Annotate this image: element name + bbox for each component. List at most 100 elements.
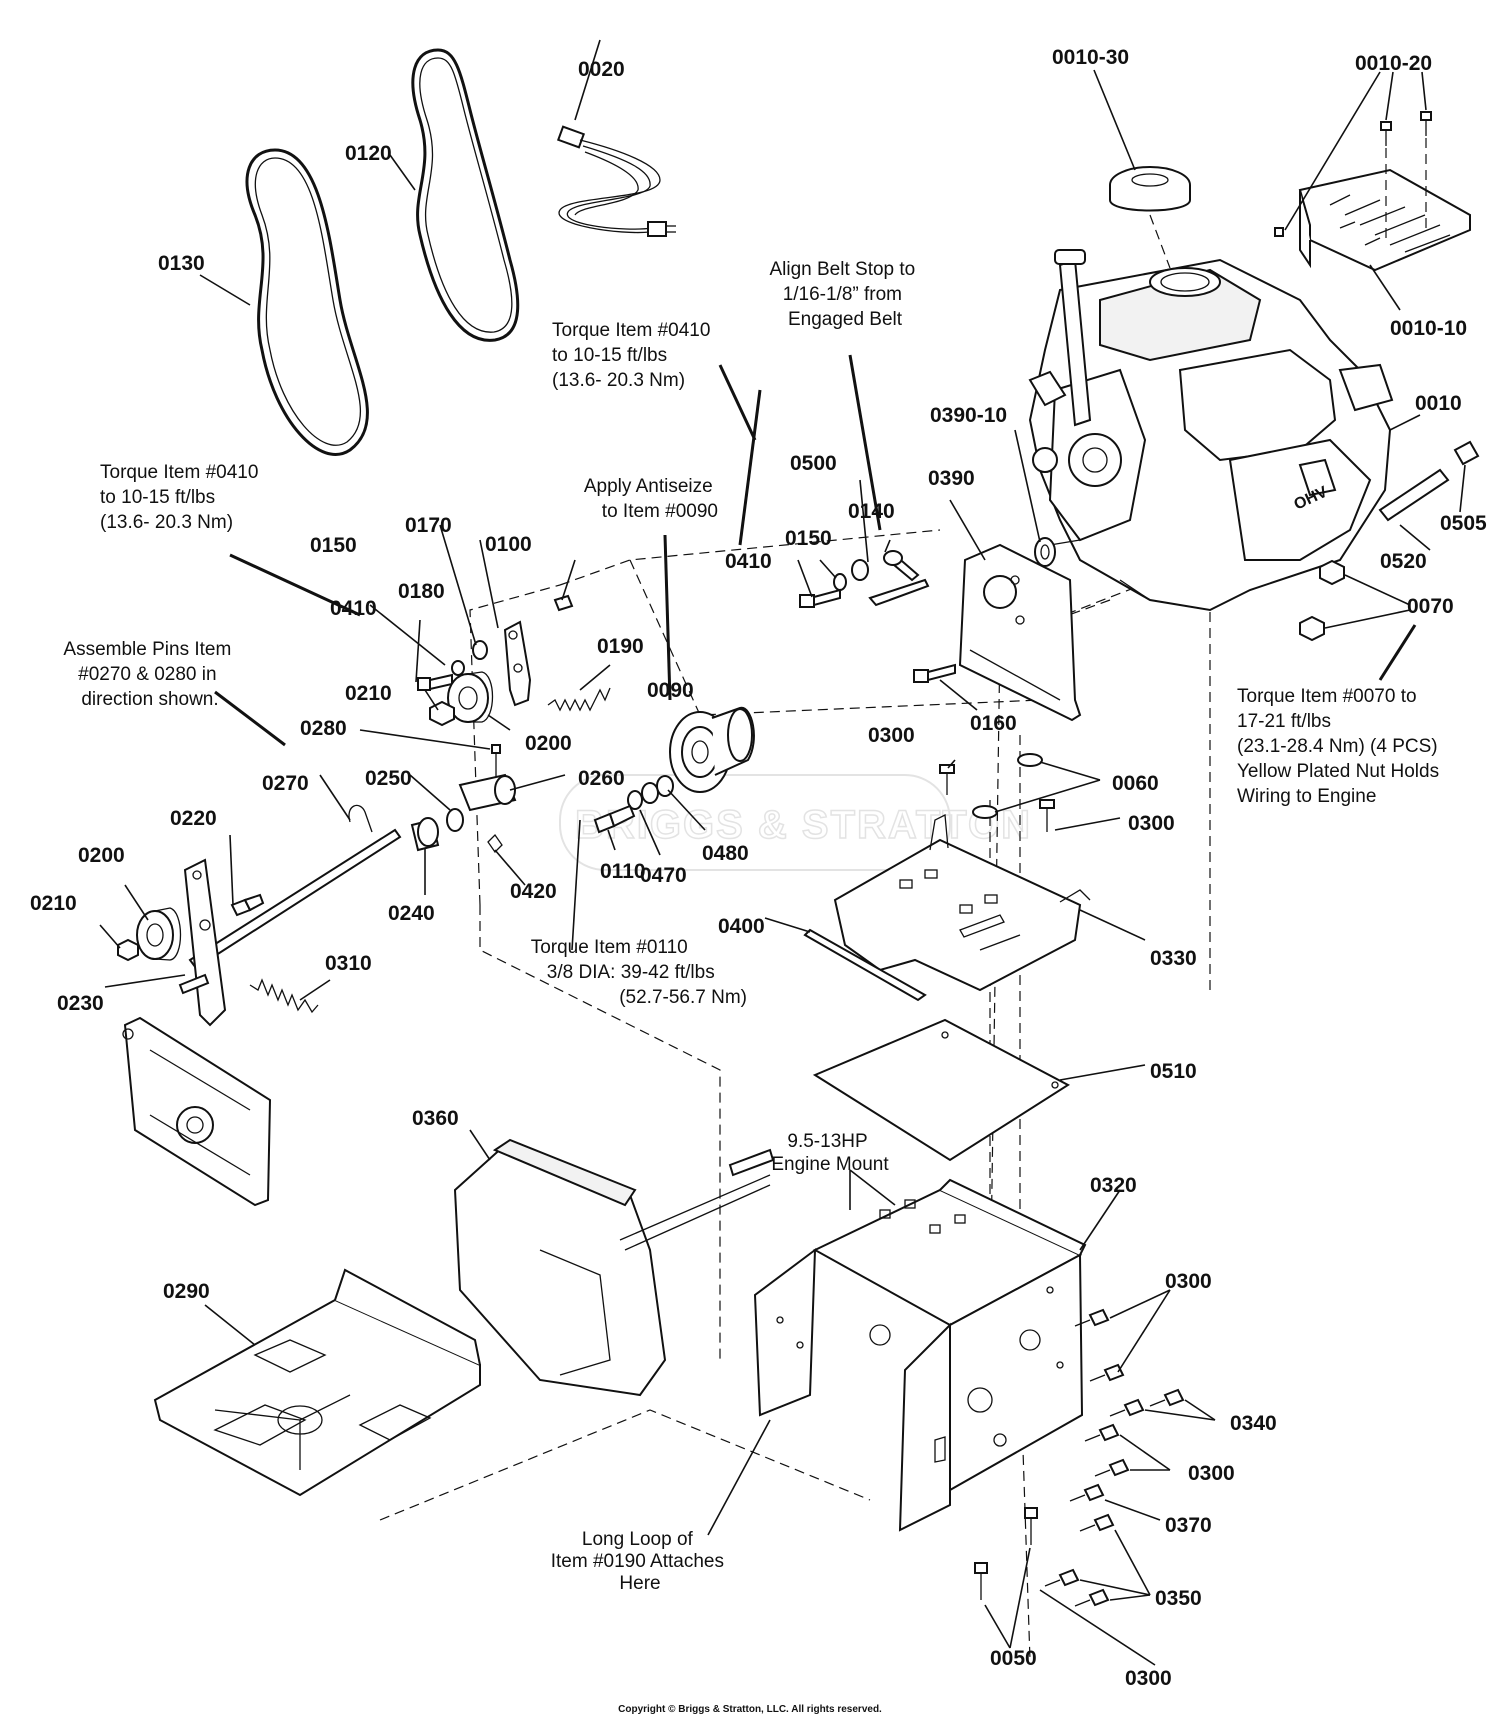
- idler-pulley-0200-upper: [447, 671, 494, 723]
- washer-0150-mid: [833, 573, 847, 591]
- note-torque-0410-mid: Torque Item #0410 to 10-15 ft/lbs (13.6-…: [552, 320, 716, 391]
- part-label-0280: 0280: [300, 717, 347, 740]
- nut-0210-upper: [429, 700, 455, 727]
- belt-guard-bracket: [122, 1016, 272, 1207]
- part-label-0270: 0270: [262, 772, 309, 795]
- part-label-0420: 0420: [510, 880, 557, 903]
- part-label-0410-upper: 0410: [330, 597, 377, 620]
- bolt-0410-upper: [417, 673, 453, 691]
- bolt-0410-mid: [799, 588, 841, 608]
- annotation-notes: Torque Item #0410 to 10-15 ft/lbs (13.6-…: [63, 259, 1444, 1594]
- part-label-0140: 0140: [848, 500, 895, 523]
- clip-0100: [553, 594, 574, 612]
- bolts-0300-top: [939, 764, 1055, 832]
- shaft-0270: [188, 804, 402, 970]
- pulley-0090: [669, 706, 755, 793]
- bolt-0220: [230, 893, 265, 917]
- idler-arm-0230: [178, 858, 227, 1027]
- part-label-0020: 0020: [578, 58, 625, 81]
- part-label-0210-upper: 0210: [345, 682, 392, 705]
- chute-housing-0360: [453, 1138, 775, 1397]
- watermark: BRIGGS & STRATTON: [559, 774, 1032, 871]
- part-label-0300-top-right: 0300: [1128, 812, 1175, 835]
- part-label-0320: 0320: [1090, 1174, 1137, 1197]
- spring-0190: [547, 687, 611, 712]
- part-label-0200-upper: 0200: [525, 732, 572, 755]
- note-align-belt-stop: Align Belt Stop to 1/16-1/8” from Engage…: [769, 259, 920, 330]
- note-torque-0410-left: Torque Item #0410 to 10-15 ft/lbs (13.6-…: [100, 462, 264, 533]
- part-label-0150-mid: 0150: [785, 527, 832, 550]
- spring-0310: [249, 978, 319, 1014]
- part-label-0060: 0060: [1112, 772, 1159, 795]
- belt-stop-0140: [868, 550, 930, 607]
- part-label-0160: 0160: [970, 712, 1017, 735]
- nuts-0070: [1299, 559, 1345, 642]
- bolt-0110: [593, 804, 636, 834]
- engine-mount-plate-0330: [833, 813, 1091, 992]
- washer-0390-10: [1034, 537, 1056, 567]
- washer-0180: [472, 640, 488, 660]
- part-label-0010-30: 0010-30: [1052, 46, 1129, 69]
- part-label-0310: 0310: [325, 952, 372, 975]
- part-label-0350: 0350: [1155, 1587, 1202, 1610]
- screws-0010-20: [1274, 111, 1432, 240]
- part-label-0220: 0220: [170, 807, 217, 830]
- engine-0010: OHV: [1028, 249, 1394, 612]
- part-label-0400: 0400: [718, 915, 765, 938]
- part-label-0110: 0110: [600, 860, 646, 883]
- note-long-loop: Long Loop of Item #0190 Attaches Here: [551, 1529, 730, 1594]
- idler-pulley-0200-lower: [136, 907, 182, 961]
- part-label-0260: 0260: [578, 767, 625, 790]
- washer-0250: [446, 808, 464, 832]
- copyright-text: Copyright © Briggs & Stratton, LLC. All …: [618, 1704, 882, 1715]
- idler-arm-0170: [503, 620, 532, 707]
- part-label-0510: 0510: [1150, 1060, 1197, 1083]
- washers-0060: [972, 753, 1043, 819]
- part-label-0300-top-left: 0300: [868, 724, 915, 747]
- part-label-0010: 0010: [1415, 392, 1462, 415]
- part-label-0470: 0470: [640, 864, 687, 887]
- washer-0150-upper: [451, 660, 465, 676]
- part-label-0190: 0190: [597, 635, 644, 658]
- washer-0500: [851, 559, 869, 581]
- part-label-0050: 0050: [990, 1647, 1037, 1670]
- part-label-0010-20: 0010-20: [1355, 52, 1432, 75]
- part-label-0390-10: 0390-10: [930, 404, 1007, 427]
- bracket-0260: [458, 773, 517, 812]
- part-label-0330: 0330: [1150, 947, 1197, 970]
- base-plate-0290: [153, 1268, 481, 1497]
- note-torque-0070: Torque Item #0070 to 17-21 ft/lbs (23.1-…: [1237, 686, 1444, 807]
- frame-0320: [753, 1178, 1087, 1532]
- part-label-0370: 0370: [1165, 1514, 1212, 1537]
- part-label-0100: 0100: [485, 533, 532, 556]
- part-label-0390: 0390: [928, 467, 975, 490]
- watermark-text: BRIGGS & STRATTON: [575, 803, 1032, 847]
- part-label-0010-10: 0010-10: [1390, 317, 1467, 340]
- part-label-0120: 0120: [345, 142, 392, 165]
- part-label-0210-lower: 0210: [30, 892, 77, 915]
- leader-lines: [99, 39, 1466, 1666]
- part-label-0500: 0500: [790, 452, 837, 475]
- part-label-0520: 0520: [1380, 550, 1427, 573]
- note-antiseize: Apply Antiseize to Item #0090: [584, 476, 718, 522]
- note-assemble-pins: Assemble Pins Item #0270 & 0280 in direc…: [63, 639, 236, 710]
- part-label-0170: 0170: [405, 514, 452, 537]
- belt-0130: [245, 148, 369, 456]
- cotter-0420: [487, 833, 503, 854]
- belt-0120: [411, 48, 520, 342]
- part-label-0180: 0180: [398, 580, 445, 603]
- part-labels: 0010-30 0010-20 0010-10 0010 0505 0520 0…: [30, 46, 1487, 1690]
- part-label-0250: 0250: [365, 767, 412, 790]
- part-label-0090: 0090: [647, 679, 694, 702]
- part-label-0130: 0130: [158, 252, 205, 275]
- part-label-0340: 0340: [1230, 1412, 1277, 1435]
- part-label-0410-mid: 0410: [725, 550, 772, 573]
- extension-cord-0020: [556, 125, 676, 237]
- nut-0210-lower: [117, 938, 139, 962]
- part-label-0240: 0240: [388, 902, 435, 925]
- part-label-0300-right-mid: 0300: [1188, 1462, 1235, 1485]
- muffler-guard-0010-10: [1298, 168, 1471, 272]
- note-torque-0110: Torque Item #0110 3/8 DIA: 39-42 ft/lbs …: [531, 937, 747, 1008]
- part-label-0150-upper: 0150: [310, 534, 357, 557]
